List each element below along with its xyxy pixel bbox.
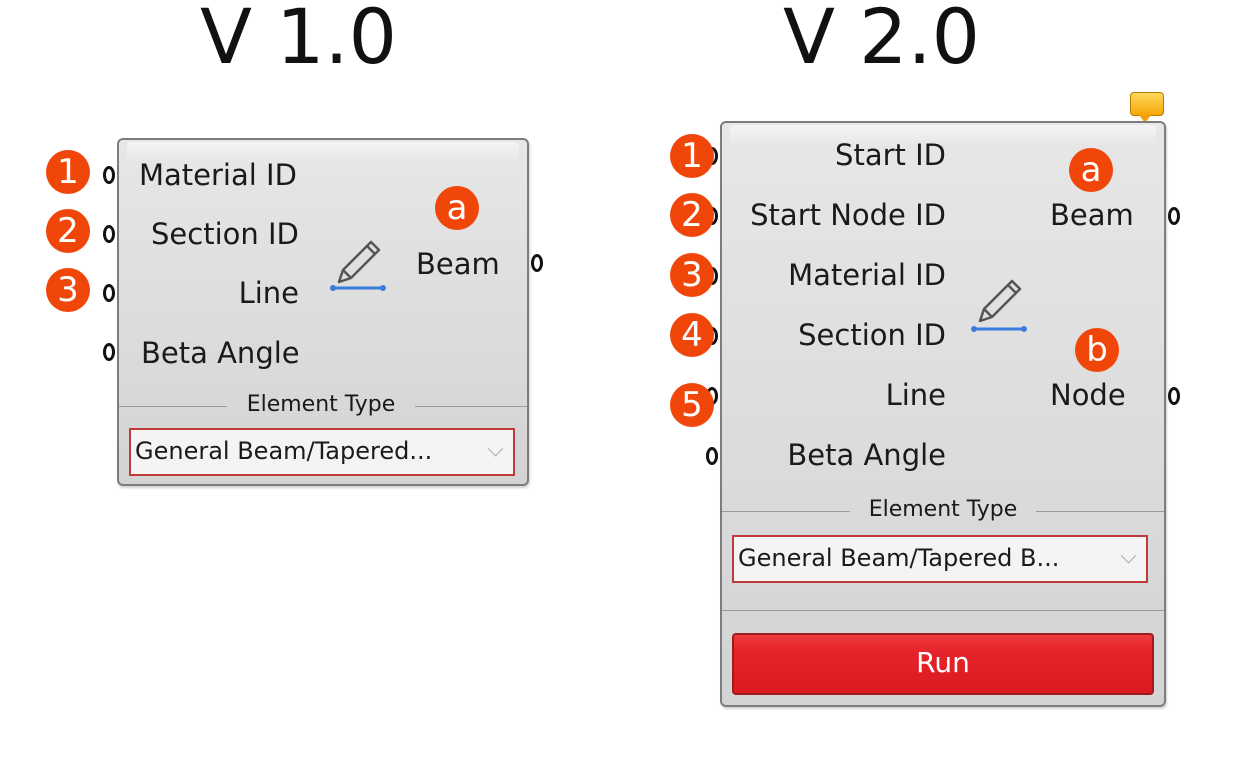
v2-output-node: Node <box>1050 378 1126 412</box>
message-balloon-icon[interactable] <box>1130 92 1164 123</box>
v1-input-grip-3[interactable] <box>103 284 115 302</box>
v1-badge-2: 2 <box>46 209 90 253</box>
v1-element-type-dropdown[interactable]: General Beam/Tapered... <box>129 428 515 476</box>
v2-output-grip-beam[interactable] <box>1168 207 1180 225</box>
v2-input-start-id: Start ID <box>835 138 946 172</box>
v1-input-grip-2[interactable] <box>103 225 115 243</box>
v1-element-type-label: Element Type <box>246 392 396 417</box>
v2-badge-a: a <box>1069 148 1113 192</box>
v2-badge-2: 2 <box>670 193 714 237</box>
v1-input-line: Line <box>238 276 299 310</box>
v1-badge-3: 3 <box>46 268 90 312</box>
v1-output-grip[interactable] <box>531 254 543 272</box>
v2-component[interactable]: Start ID Start Node ID Material ID Secti… <box>720 121 1166 707</box>
v1-badge-1: 1 <box>46 150 90 194</box>
v1-input-beta-angle: Beta Angle <box>141 336 300 370</box>
run-button[interactable]: Run <box>732 633 1154 695</box>
v2-element-type-dropdown[interactable]: General Beam/Tapered B... <box>732 535 1148 583</box>
v1-badge-a: a <box>435 186 479 230</box>
v2-badge-1: 1 <box>670 134 714 178</box>
v2-title: V 2.0 <box>783 0 981 81</box>
v2-element-type-label: Element Type <box>868 497 1018 522</box>
v1-output-beam: Beam <box>416 247 500 281</box>
v2-input-line: Line <box>885 378 946 412</box>
v2-badge-4: 4 <box>670 313 714 357</box>
v1-input-grip-1[interactable] <box>103 166 115 184</box>
v1-input-material-id: Material ID <box>139 158 297 192</box>
pencil-icon <box>971 279 1027 332</box>
v2-dropdown-value: General Beam/Tapered B... <box>738 544 1060 572</box>
pencil-icon <box>330 240 386 291</box>
v2-badge-b: b <box>1075 328 1119 372</box>
v1-input-grip-4[interactable] <box>103 343 115 361</box>
v2-input-beta-angle: Beta Angle <box>787 438 946 472</box>
v2-badge-3: 3 <box>670 253 714 297</box>
chevron-down-icon <box>487 440 504 457</box>
v1-input-section-id: Section ID <box>151 217 299 251</box>
v1-title: V 1.0 <box>200 0 398 81</box>
v2-badge-5: 5 <box>670 383 714 427</box>
v2-input-material-id: Material ID <box>788 258 946 292</box>
v2-input-start-node-id: Start Node ID <box>750 198 946 232</box>
v1-dropdown-value: General Beam/Tapered... <box>135 437 433 465</box>
v2-output-grip-node[interactable] <box>1168 387 1180 405</box>
v2-input-section-id: Section ID <box>798 318 946 352</box>
v2-input-grip-6[interactable] <box>706 447 718 465</box>
v2-output-beam: Beam <box>1050 198 1134 232</box>
chevron-down-icon <box>1120 547 1137 564</box>
